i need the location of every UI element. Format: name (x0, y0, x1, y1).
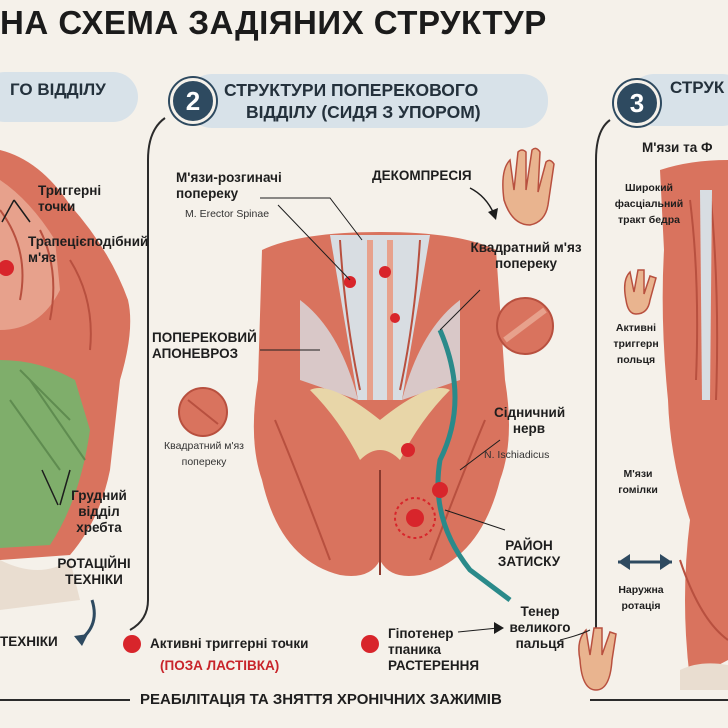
legend-hypothenar: Гіпотенер тпаника РАСТЕРЕННЯ (388, 626, 480, 673)
separator-left (129, 117, 166, 631)
label-sciatic-latin: N. Ischiadicus (484, 449, 550, 461)
label-muscles-fascia: М'язи та Ф (642, 140, 713, 155)
label-compression-zone: РАЙОН ЗАТИСКУ (497, 538, 561, 569)
legend-trigger-points: Активні триггерні точки (150, 636, 309, 651)
panel-3-number: 3 (614, 80, 660, 126)
panel-2-heading-2: ВІДДІЛУ (СИДЯ З УПОРОМ) (246, 102, 481, 122)
hand-thenar-icon (578, 627, 617, 691)
page-title: НА СХЕМА ЗАДІЯНИХ СТРУКТУР (0, 4, 547, 41)
label-rotation-techniques: РОТАЦІЙНІ ТЕХНІКИ (57, 556, 131, 587)
trigger-point-3 (390, 313, 400, 323)
trigger-point-5 (432, 482, 448, 498)
legend-pose: (ПОЗА ЛАСТІВКА) (160, 658, 280, 673)
label-quadratus-left: Квадратний м'яз попереку (164, 440, 244, 468)
trigger-point-2 (379, 266, 391, 278)
hand-active-icon (623, 269, 657, 315)
label-techniques: ТЕХНІКИ (0, 634, 58, 649)
footer-caption: РЕАБІЛІТАЦІЯ ТА ЗНЯТТЯ ХРОНІЧНИХ ЗАЖИМІВ (140, 691, 502, 708)
label-trigger-points: Триггерні точки (38, 183, 102, 214)
trigger-point-4 (401, 443, 415, 457)
lower-back-figure (253, 232, 509, 576)
label-aponeurosis: ПОПЕРЕКОВИЙ АПОНЕВРОЗ (152, 330, 257, 361)
label-fascia-lata: Широкий фасціальний тракт бедра (614, 182, 684, 226)
rotation-arrow (79, 599, 96, 642)
compression-zone (394, 497, 436, 539)
panel-3-heading: СТРУК (670, 78, 725, 97)
label-external-rotation: Наружна ротація (618, 584, 664, 612)
panel-1-banner: ГО ВІДДІЛУ (0, 72, 138, 122)
legs-figure (660, 160, 728, 690)
legend-trigger-icon (123, 635, 141, 653)
hand-decompression-icon (502, 147, 555, 226)
torso-figure (0, 150, 131, 610)
label-erector-latin: M. Erector Spinae (185, 208, 270, 220)
separator-right (595, 119, 611, 640)
panel-2-heading-1: СТРУКТУРИ ПОПЕРЕКОВОГО (224, 80, 479, 100)
trigger-point-1 (344, 276, 356, 288)
trigger-point-trapezius (0, 260, 14, 276)
panel-2-number: 2 (170, 78, 216, 124)
label-sciatic-nerve: Сідничний нерв (494, 405, 566, 436)
panel-1-heading: ГО ВІДДІЛУ (10, 80, 106, 99)
legend-hypothenar-icon (361, 635, 379, 653)
label-thoracic: Грудний відділ хребта (71, 488, 127, 535)
label-active-right: Активні триггерн польця (613, 322, 659, 366)
label-erector-spinae: М'язи-розгиначі попереку (176, 170, 282, 201)
label-trapezius: Трапецієподібний м'яз (28, 234, 149, 265)
label-quadratus-right: Квадратний м'яз попереку (470, 240, 582, 271)
sciatic-nerve (435, 329, 512, 602)
label-shin-muscles: М'язи гомілки (618, 468, 658, 496)
legend-thenar: Тенер великого пальця (509, 604, 571, 651)
panel-2-banner: СТРУКТУРИ ПОПЕРЕКОВОГО ВІДДІЛУ (СИДЯ З У… (186, 74, 548, 128)
label-decompression: ДЕКОМПРЕСІЯ (372, 168, 472, 183)
